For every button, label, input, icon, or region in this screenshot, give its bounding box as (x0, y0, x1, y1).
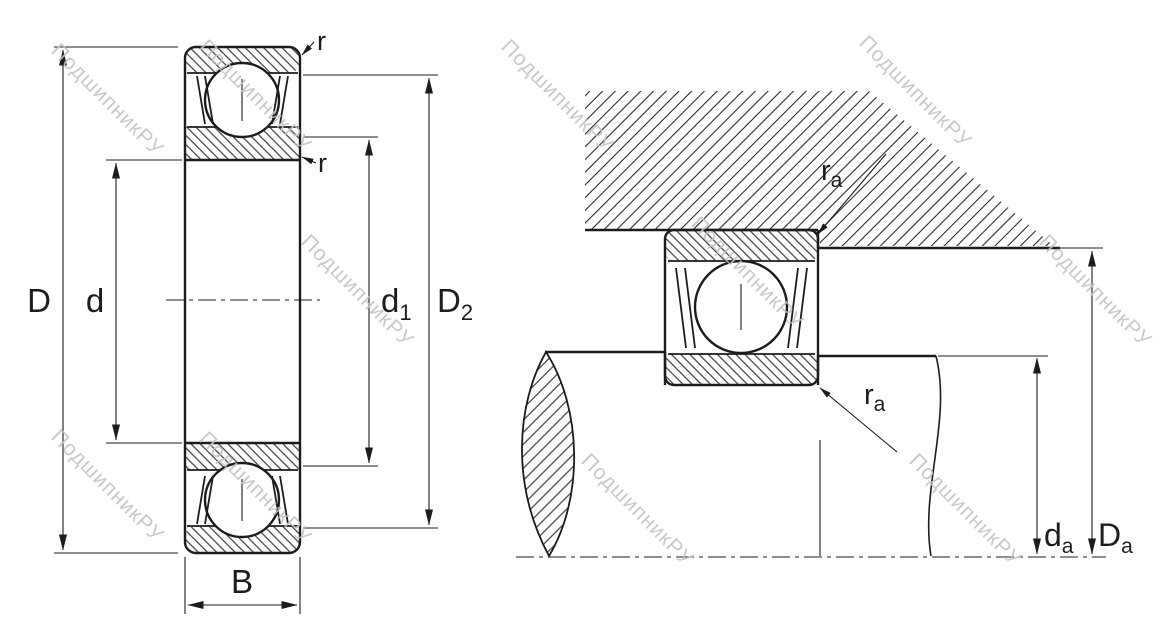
label-r-outer: r (317, 26, 326, 56)
shaft-broken-section (521, 350, 576, 558)
bearing-ring-hatching (185, 47, 300, 553)
left-view-dimensions: D d d1 D2 B r r (27, 26, 473, 614)
housing-hatch (585, 91, 1054, 246)
label-ra-bottom: ra (864, 379, 886, 416)
label-da: da (1044, 517, 1074, 558)
leader-ra-bottom (819, 387, 898, 453)
watermark-text: ПодшипникРУ (296, 230, 418, 352)
seal-line (796, 267, 808, 349)
watermark-text: ПодшипникРУ (904, 449, 1026, 571)
seal-line (787, 267, 799, 349)
leader-r-inner (301, 156, 317, 165)
seal-line (271, 75, 281, 125)
label-D: D (27, 282, 51, 319)
seal-line (279, 75, 289, 125)
label-B: B (231, 563, 253, 600)
outer-ring-bottom-hatch (185, 526, 300, 553)
seal-line (204, 75, 214, 125)
right-view-dimensions: ra ra da Da (817, 153, 1133, 558)
seal-line (196, 75, 206, 125)
label-r-inner: r (318, 148, 327, 178)
outer-ring-hatch (665, 230, 818, 261)
leader-r-outer (301, 41, 315, 56)
label-Da: Da (1098, 517, 1133, 558)
seal-line (279, 475, 289, 525)
label-d1: d1 (381, 282, 412, 325)
mounted-bearing (663, 228, 820, 387)
shaft (521, 350, 942, 558)
seal-line (204, 475, 214, 525)
seals (675, 267, 808, 349)
right-view-mounting-section (516, 91, 1106, 558)
leader-ra-top (817, 153, 887, 235)
label-d: d (86, 282, 104, 319)
seal-line (271, 475, 281, 525)
seal-line (675, 267, 687, 349)
inner-ring-hatch (665, 354, 818, 385)
left-view-bearing-section (166, 45, 320, 555)
shaft-break-line (927, 355, 942, 557)
outer-ring-top-hatch (185, 47, 300, 73)
label-ra-top: ra (821, 155, 843, 192)
seal-line (684, 267, 696, 349)
seals (196, 75, 289, 525)
watermark-text: ПодшипникРУ (46, 39, 168, 161)
bearing-outline (663, 228, 820, 387)
seal-line (196, 475, 206, 525)
watermark-text: ПодшипникРУ (576, 449, 698, 571)
label-D2: D2 (437, 282, 473, 325)
